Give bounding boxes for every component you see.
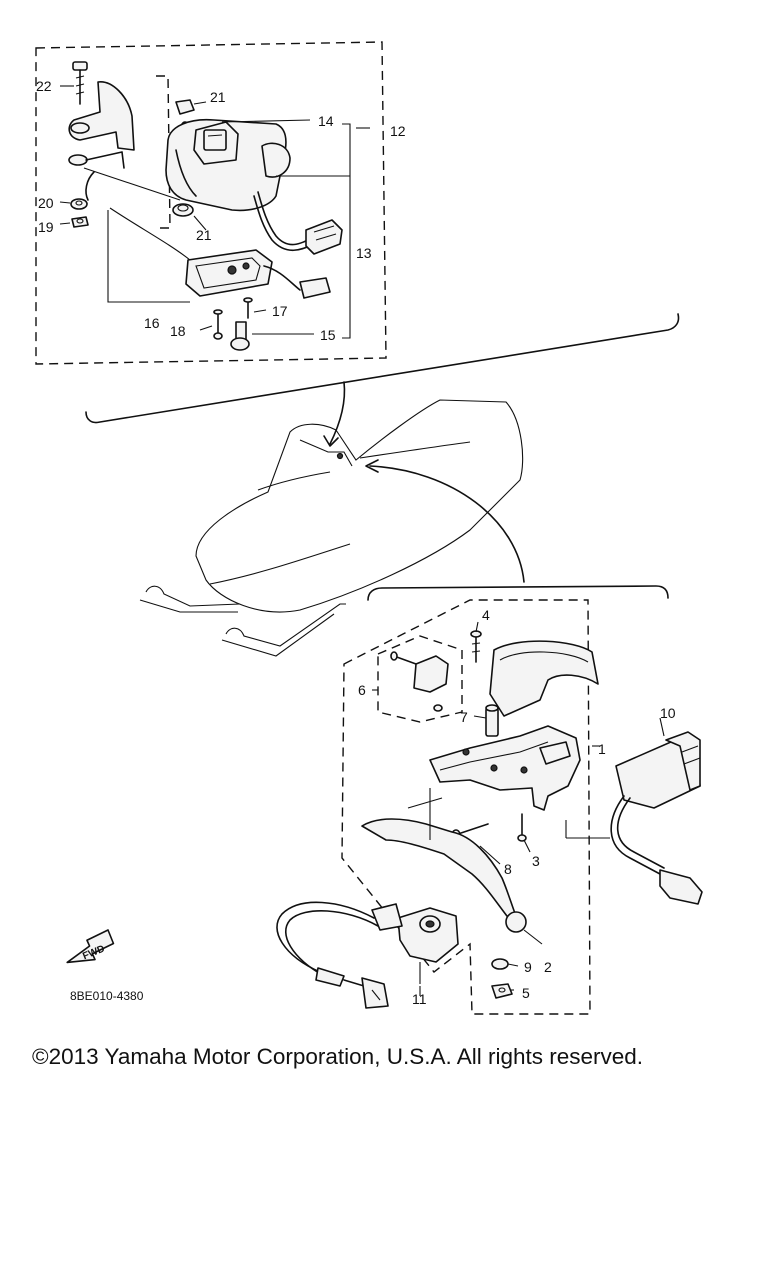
part-10-switch-unit	[610, 731, 703, 905]
throttle-cover	[489, 640, 599, 717]
svg-text:4: 4	[482, 607, 490, 623]
svg-text:11: 11	[412, 991, 427, 1007]
part-22-bolt	[72, 61, 88, 105]
part-6-kill-switch	[390, 651, 449, 712]
parts-diagram: 22 21 14 12 20 19 21 13 17 16 18 15	[35, 41, 703, 1015]
part-19-nut	[71, 216, 89, 228]
part-18-screw	[213, 309, 223, 340]
svg-text:10: 10	[660, 705, 676, 721]
part-3-screw	[517, 813, 527, 842]
part-9-washer	[491, 958, 509, 970]
part-14-switch-housing	[165, 118, 291, 212]
part-16-control-unit	[185, 249, 331, 299]
svg-text:2: 2	[544, 959, 552, 975]
svg-text:21: 21	[210, 89, 226, 105]
svg-text:18: 18	[170, 323, 186, 339]
copyright-notice: ©2013 Yamaha Motor Corporation, U.S.A. A…	[32, 1044, 644, 1069]
svg-text:7: 7	[460, 709, 468, 725]
svg-text:3: 3	[532, 853, 540, 869]
svg-text:8: 8	[504, 861, 512, 877]
svg-text:20: 20	[38, 195, 54, 211]
svg-text:6: 6	[358, 682, 366, 698]
part-20-washer	[70, 198, 88, 210]
part-11-throttle-sensor	[276, 901, 459, 1009]
svg-text:9: 9	[524, 959, 532, 975]
svg-text:17: 17	[272, 303, 288, 319]
part-13-wire-harness	[253, 191, 343, 255]
svg-text:21: 21	[196, 227, 212, 243]
handlebar-bracket	[68, 81, 135, 201]
part-17-screw	[243, 297, 253, 319]
svg-text:13: 13	[356, 245, 372, 261]
part-2-throttle-lever	[361, 788, 527, 933]
upper-assembly: 22 21 14 12 20 19 21 13 17 16 18 15	[35, 41, 406, 365]
fwd-arrow-icon: FWD	[66, 929, 115, 964]
drawing-code: 8BE010-4380	[70, 989, 144, 1003]
svg-text:22: 22	[36, 78, 52, 94]
svg-text:5: 5	[522, 985, 530, 1001]
svg-text:19: 19	[38, 219, 54, 235]
part-7-collar	[485, 704, 499, 737]
part-4-screw	[470, 630, 482, 663]
svg-text:12: 12	[390, 123, 406, 139]
part-21-grommet-lower	[172, 203, 194, 217]
svg-text:16: 16	[144, 315, 160, 331]
part-1-throttle-housing	[429, 725, 581, 811]
lower-assembly: 4 6 7 1 10 3 8 2 9 5 11	[276, 599, 703, 1015]
part-5-nut	[491, 983, 513, 999]
snowmobile-overview	[85, 313, 680, 657]
part-15-bolt	[230, 321, 250, 351]
svg-text:1: 1	[598, 741, 606, 757]
svg-text:15: 15	[320, 327, 336, 343]
svg-text:14: 14	[318, 113, 334, 129]
